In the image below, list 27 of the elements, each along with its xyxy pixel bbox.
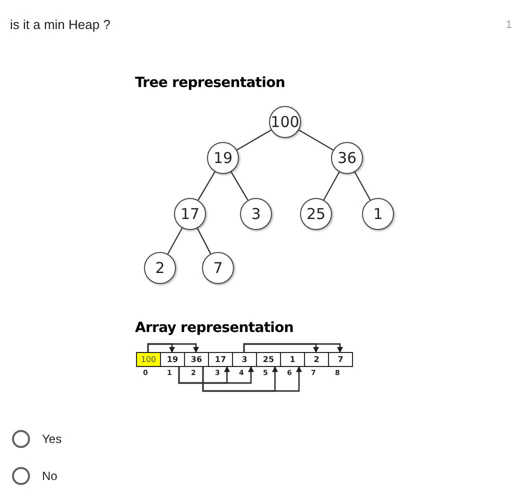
tree-edge — [236, 130, 272, 150]
array-cell: 3 — [232, 352, 257, 367]
tree-edge — [230, 171, 248, 201]
array-cell: 36 — [184, 352, 209, 367]
tree-edge — [323, 172, 340, 200]
tree-edge — [198, 171, 216, 201]
array-cell: 7 — [328, 352, 353, 367]
index-arrow — [243, 343, 343, 353]
section-heading: Tree representation — [135, 74, 285, 93]
index-arrow — [147, 343, 199, 353]
tree-edge — [354, 172, 371, 200]
index-arrow — [202, 366, 302, 392]
tree-edge — [196, 228, 212, 254]
tree-edge — [298, 130, 334, 150]
array-cell: 25 — [256, 352, 281, 367]
option-label: No — [42, 468, 58, 485]
option-label: Yes — [42, 431, 62, 448]
section-heading: Array representation — [135, 319, 294, 338]
question-text: is it a min Heap ? — [10, 16, 110, 34]
point-count: 1 — [506, 18, 512, 33]
index-arrow — [178, 366, 254, 384]
array-cell: 19 — [160, 352, 185, 367]
array-cell: 2 — [304, 352, 329, 367]
tree-edge — [167, 228, 183, 254]
array-cell: 100 — [136, 352, 161, 367]
array-cell: 1 — [280, 352, 305, 367]
array-cell: 17 — [208, 352, 233, 367]
